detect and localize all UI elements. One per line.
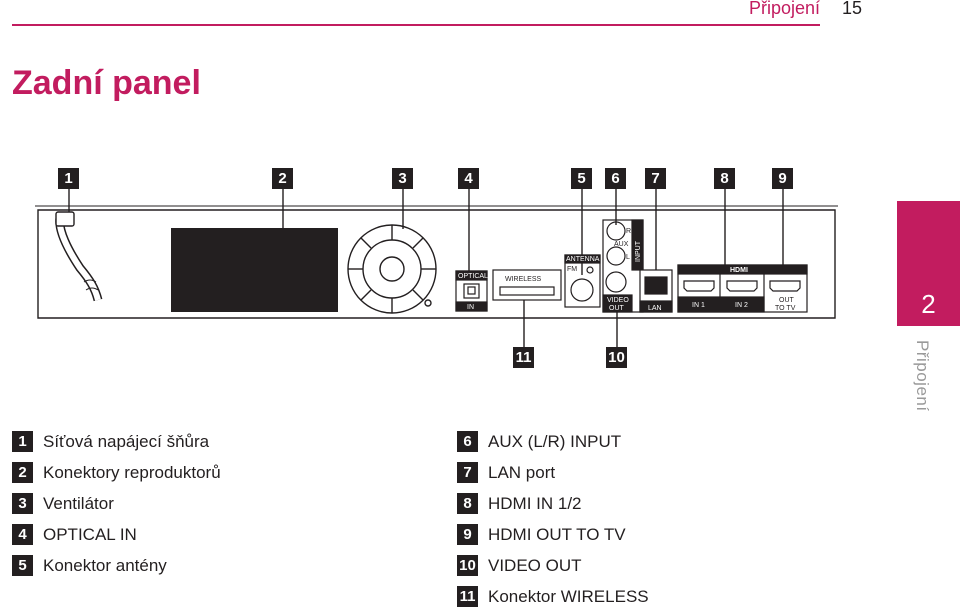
video-label: VIDEO bbox=[607, 297, 629, 304]
legend-text: Síťová napájecí šňůra bbox=[43, 431, 210, 451]
legend-item: 3 Ventilátor bbox=[12, 488, 221, 519]
lan-label: LAN bbox=[648, 305, 662, 312]
callout-badge: 9 bbox=[772, 168, 793, 189]
legend-item: 7 LAN port bbox=[457, 457, 649, 488]
hdmi-label: HDMI bbox=[730, 267, 748, 274]
legend-badge: 1 bbox=[12, 431, 33, 452]
legend-badge: 6 bbox=[457, 431, 478, 452]
legend-badge: 4 bbox=[12, 524, 33, 545]
callout-badge: 4 bbox=[458, 168, 479, 189]
chapter-tab: 2 bbox=[897, 201, 960, 326]
legend-badge: 7 bbox=[457, 462, 478, 483]
page-number: 15 bbox=[842, 0, 863, 18]
legend-text: OPTICAL IN bbox=[43, 524, 137, 544]
legend-item: 10 VIDEO OUT bbox=[457, 550, 649, 581]
callout-badge: 1 bbox=[58, 168, 79, 189]
header-rule bbox=[12, 24, 820, 26]
legend-item: 1 Síťová napájecí šňůra bbox=[12, 426, 221, 457]
optical-in-port bbox=[455, 270, 488, 312]
callout-badge: 10 bbox=[606, 347, 627, 368]
rear-panel-diagram: OPTICAL IN WIRELESS ANTENNA FM R AUX L I… bbox=[35, 189, 838, 347]
video-out-label: OUT bbox=[609, 305, 625, 312]
wireless-label: WIRELESS bbox=[505, 276, 542, 283]
legend-item: 6 AUX (L/R) INPUT bbox=[457, 426, 649, 457]
legend-text: AUX (L/R) INPUT bbox=[488, 431, 622, 451]
legend-badge: 8 bbox=[457, 493, 478, 514]
legend-badge: 5 bbox=[12, 555, 33, 576]
lan-port bbox=[639, 269, 673, 313]
callout-badge: 8 bbox=[714, 168, 735, 189]
legend-text: VIDEO OUT bbox=[488, 555, 582, 575]
legend-badge: 9 bbox=[457, 524, 478, 545]
legend-item: 11 Konektor WIRELESS bbox=[457, 581, 649, 612]
legend-badge: 3 bbox=[12, 493, 33, 514]
optical-in-label: IN bbox=[467, 304, 474, 311]
input-label: INPUT bbox=[635, 240, 642, 262]
legend-text: LAN port bbox=[488, 462, 556, 482]
legend-item: 5 Konektor antény bbox=[12, 550, 221, 581]
callout-badge: 5 bbox=[571, 168, 592, 189]
legend-text: Konektor WIRELESS bbox=[488, 586, 649, 606]
aux-video-ports bbox=[602, 219, 644, 313]
legend-text: Ventilátor bbox=[43, 493, 114, 513]
legend-left: 1 Síťová napájecí šňůra 2 Konektory reprod… bbox=[12, 426, 221, 581]
running-section-title: Připojení bbox=[748, 0, 820, 18]
hdmi-to-tv-label: TO TV bbox=[775, 305, 796, 312]
legend-text: HDMI IN 1/2 bbox=[488, 493, 582, 513]
fan-grille bbox=[347, 224, 437, 314]
legend-item: 8 HDMI IN 1/2 bbox=[457, 488, 649, 519]
aux-r-label: R bbox=[626, 228, 631, 235]
page-title: Zadní panel bbox=[12, 64, 201, 102]
speaker-connectors bbox=[171, 228, 338, 312]
legend-badge: 10 bbox=[457, 555, 478, 576]
power-cord bbox=[55, 211, 103, 302]
chapter-tab-number: 2 bbox=[921, 289, 936, 319]
callout-badge: 7 bbox=[645, 168, 666, 189]
antenna-port bbox=[564, 254, 601, 308]
callout-badge: 6 bbox=[605, 168, 626, 189]
hdmi-in1-label: IN 1 bbox=[692, 302, 705, 309]
legend-text: HDMI OUT TO TV bbox=[488, 524, 626, 544]
chapter-tab-label: Připojení bbox=[913, 340, 932, 412]
antenna-label: ANTENNA bbox=[566, 256, 600, 263]
legend-item: 2 Konektory reproduktorů bbox=[12, 457, 221, 488]
hdmi-out-label: OUT bbox=[779, 297, 795, 304]
callout-badge: 11 bbox=[513, 347, 534, 368]
callout-badge: 2 bbox=[272, 168, 293, 189]
legend-item: 9 HDMI OUT TO TV bbox=[457, 519, 649, 550]
legend-text: Konektory reproduktorů bbox=[43, 462, 221, 482]
aux-l-label: L bbox=[626, 254, 630, 261]
legend-text: Konektor antény bbox=[43, 555, 167, 575]
legend-badge: 11 bbox=[457, 586, 478, 607]
hdmi-ports bbox=[677, 264, 808, 313]
callout-badge: 3 bbox=[392, 168, 413, 189]
optical-label: OPTICAL bbox=[458, 273, 488, 280]
legend-badge: 2 bbox=[12, 462, 33, 483]
wireless-port bbox=[492, 269, 562, 301]
aux-label: AUX bbox=[614, 241, 629, 248]
fm-label: FM bbox=[567, 266, 577, 273]
legend-item: 4 OPTICAL IN bbox=[12, 519, 221, 550]
hdmi-in2-label: IN 2 bbox=[735, 302, 748, 309]
